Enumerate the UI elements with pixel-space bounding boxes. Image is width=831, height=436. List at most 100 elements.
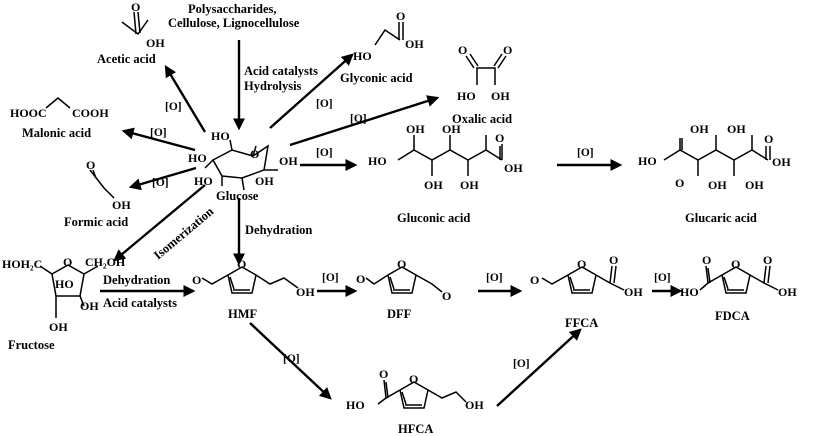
formic-oh: OH [112, 198, 131, 212]
oxidant-glyconic: [O] [316, 98, 333, 110]
glucose-oh-right: OH [279, 154, 298, 168]
ffca-structure: O O O OH FFCA [530, 253, 643, 330]
formic-acid-structure: O OH Formic acid [64, 158, 131, 229]
dff-o-left: O [356, 272, 365, 286]
hfca-oh: OH [465, 398, 484, 412]
oxidant-malonic: [O] [150, 127, 167, 139]
glyconic-acid-name: Glyconic acid [340, 71, 413, 85]
feedstock-line2: Cellulose, Lignocellulose [168, 16, 300, 30]
isomerization-label: Isomerization [151, 204, 216, 262]
fdca-oh: OH [778, 285, 797, 299]
gluconic-oh-1: OH [406, 122, 425, 136]
ffca-o-aldehyde: O [530, 273, 539, 287]
hydrolysis-line2: Hydrolysis [244, 79, 302, 93]
glyconic-oh: OH [405, 37, 424, 51]
fructose-oh-right: OH [80, 299, 99, 313]
dehydration-acid-line1: Dehydration [103, 273, 170, 287]
formic-o: O [86, 158, 95, 172]
oxidant-oxalic: [O] [350, 113, 367, 125]
oxidant-hfca-ffca: [O] [513, 358, 530, 370]
glucaric-oh-4: OH [745, 178, 764, 192]
ffca-oh: OH [624, 285, 643, 299]
oxidant-glucaric: [O] [577, 147, 594, 159]
glucose-name: Glucose [216, 189, 259, 203]
malonic-hooc: HOOC [10, 106, 47, 120]
oxalic-oh: OH [491, 89, 510, 103]
glucose-ho-lower: HO [194, 174, 213, 188]
oxalic-o-right: O [503, 43, 512, 57]
fdca-o-right: O [763, 253, 772, 267]
hfca-o: O [379, 367, 388, 381]
fdca-o-left: O [702, 253, 711, 267]
oxalic-acid-name: Oxalic acid [452, 112, 512, 126]
fdca-structure: O HO O O OH FDCA [680, 253, 797, 323]
arrow-hfca-ffca [496, 328, 582, 407]
feedstock-line1: Polysaccharides, [188, 2, 277, 16]
hfca-name: HFCA [398, 422, 433, 436]
arrow-labels: Polysaccharides, Cellulose, Lignocellulo… [103, 2, 671, 370]
glucaric-acid-structure: HO O OH OH OH OH O OH Glucaric acid [638, 122, 791, 225]
fructose-oh-bottom: OH [49, 320, 68, 334]
malonic-acid-name: Malonic acid [22, 126, 91, 140]
dff-name: DFF [387, 307, 412, 321]
fructose-hoh2c: HOH₂C [2, 257, 42, 271]
fructose-ho: HO [55, 277, 74, 291]
dff-structure: O O O DFF [356, 257, 451, 321]
glyconic-acid-structure: HO O OH Glyconic acid [340, 9, 424, 85]
malonic-cooh: COOH [72, 106, 109, 120]
glucaric-o-left: O [675, 176, 684, 190]
glucose-ring-o: O [250, 147, 259, 161]
acetic-acid-structure: O OH Acetic acid [97, 0, 165, 66]
ffca-name: FFCA [565, 316, 598, 330]
dehydration-acid-line2: Acid catalysts [103, 296, 177, 310]
malonic-acid-structure: HOOC COOH Malonic acid [10, 97, 109, 140]
glucaric-oh-1: OH [690, 122, 709, 136]
hfca-structure: O HO O OH HFCA [346, 367, 484, 436]
arrow-to-oxalic [289, 95, 440, 147]
hmf-ring-o: O [237, 257, 246, 271]
ffca-ring-o: O [577, 257, 586, 271]
oxalic-ho: HO [457, 89, 476, 103]
hmf-oh: OH [296, 285, 315, 299]
fructose-ch2oh: CH₂OH [85, 255, 126, 269]
fdca-ho: HO [680, 285, 699, 299]
glucaric-acid-name: Glucaric acid [685, 211, 757, 225]
oxidant-ffca: [O] [486, 272, 503, 284]
oxidant-fdca: [O] [654, 272, 671, 284]
oxidant-dff: [O] [322, 272, 339, 284]
dff-o-right: O [442, 289, 451, 303]
oxidant-formic: [O] [152, 177, 169, 189]
arrow-hmf-hfca [249, 322, 332, 400]
hfca-ho: HO [346, 398, 365, 412]
fructose-ring-o: O [63, 255, 72, 269]
glucaric-o-right: O [764, 132, 773, 146]
hfca-ring-o: O [409, 372, 418, 386]
glucose-ho-left: HO [188, 151, 207, 165]
fructose-name: Fructose [8, 338, 55, 352]
oxidant-gluconic: [O] [316, 147, 333, 159]
oxidant-acetic: [O] [165, 101, 182, 113]
oxidant-hfca: [O] [283, 353, 300, 365]
oxalic-acid-structure: O O HO OH Oxalic acid [452, 43, 512, 126]
glucaric-oh-2: OH [708, 178, 727, 192]
acetic-acid-name: Acetic acid [97, 52, 156, 66]
gluconic-acid-structure: HO OH OH OH OH O OH Gluconic acid [368, 122, 523, 225]
glyconic-ho: HO [353, 49, 372, 63]
oxalic-o-left: O [458, 43, 467, 57]
fdca-name: FDCA [715, 309, 750, 323]
glucose-ho-top: HO [211, 129, 230, 143]
formic-acid-name: Formic acid [64, 215, 128, 229]
arrow-to-malonic [121, 127, 196, 152]
dff-ring-o: O [397, 257, 406, 271]
glucaric-oh-end: OH [772, 155, 791, 169]
glucose-oh-bottom: OH [255, 174, 274, 188]
glucaric-oh-3: OH [727, 122, 746, 136]
gluconic-o: O [495, 131, 504, 145]
gluconic-oh-end: OH [504, 161, 523, 175]
fdca-ring-o: O [731, 257, 740, 271]
hmf-structure: O O OH HMF [192, 257, 315, 321]
gluconic-oh-3: OH [442, 122, 461, 136]
gluconic-ho: HO [368, 154, 387, 168]
gluconic-oh-4: OH [460, 178, 479, 192]
